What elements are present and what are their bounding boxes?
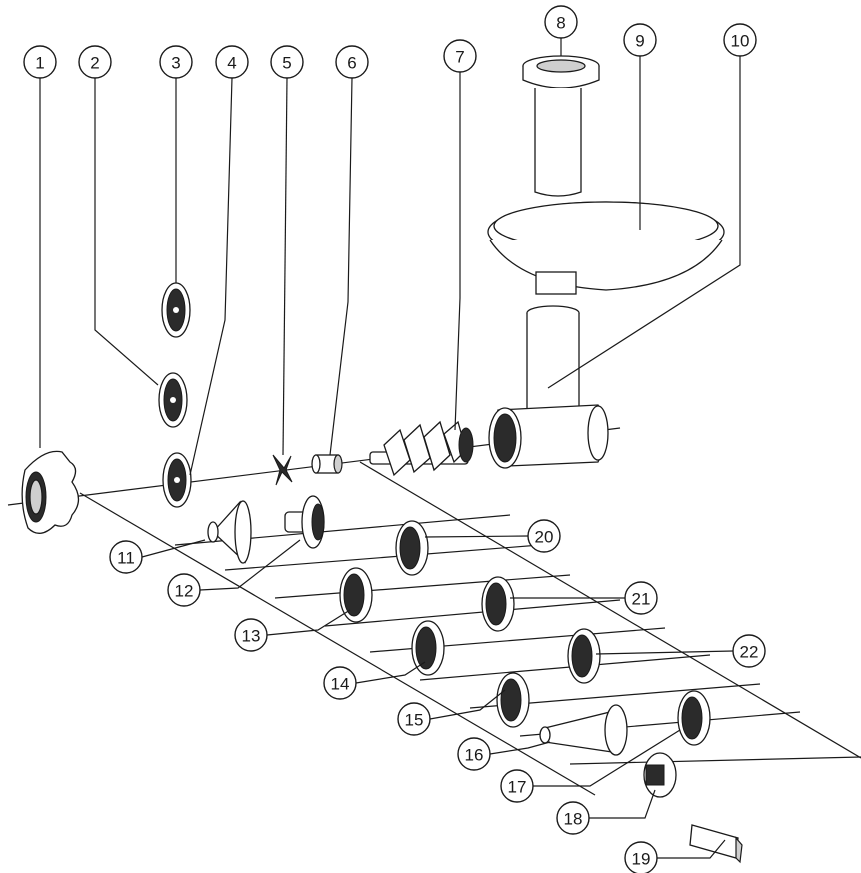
callout-number: 11 bbox=[117, 549, 135, 568]
grinder-body-part bbox=[488, 305, 609, 469]
callout-number: 8 bbox=[556, 14, 565, 33]
cutting-plates bbox=[158, 282, 192, 508]
spacer-18 bbox=[643, 752, 677, 798]
disc-17 bbox=[677, 690, 711, 746]
callout-9: 9 bbox=[623, 23, 657, 57]
callout-circle bbox=[323, 666, 357, 700]
callout-11: 11 bbox=[109, 540, 143, 574]
auger-part bbox=[369, 420, 474, 477]
callout-circle bbox=[23, 45, 57, 79]
callout-number: 10 bbox=[731, 32, 750, 51]
knife-part bbox=[272, 454, 293, 486]
pusher-part bbox=[522, 55, 600, 197]
disc-22 bbox=[567, 628, 601, 684]
callout-15: 15 bbox=[397, 702, 431, 736]
callout-circle bbox=[556, 801, 590, 835]
callout-number: 9 bbox=[635, 32, 644, 51]
callout-circle bbox=[78, 45, 112, 79]
callout-number: 5 bbox=[282, 54, 291, 73]
callout-19: 19 bbox=[624, 841, 658, 873]
callout-13: 13 bbox=[234, 618, 268, 652]
callout-circle bbox=[457, 737, 491, 771]
callout-number: 22 bbox=[740, 643, 759, 662]
callout-5: 5 bbox=[270, 45, 304, 79]
callout-number: 1 bbox=[35, 54, 44, 73]
blade-19 bbox=[689, 824, 743, 864]
callout-10: 10 bbox=[723, 23, 757, 57]
disc-20 bbox=[395, 520, 429, 576]
callout-number: 17 bbox=[508, 778, 527, 797]
callout-number: 12 bbox=[175, 582, 194, 601]
callout-number: 15 bbox=[405, 711, 424, 730]
callout-21: 21 bbox=[624, 581, 658, 615]
callout-leader-lines bbox=[39, 38, 741, 859]
disc-14 bbox=[411, 620, 445, 676]
callout-number: 3 bbox=[171, 54, 180, 73]
callout-circle bbox=[732, 634, 766, 668]
kibbe-attachment-part bbox=[539, 704, 628, 756]
callout-circle bbox=[109, 540, 143, 574]
disc-21 bbox=[481, 576, 515, 632]
callout-circle bbox=[215, 45, 249, 79]
callout-circle bbox=[270, 45, 304, 79]
callout-18: 18 bbox=[556, 801, 590, 835]
cutting-plate-medium bbox=[158, 372, 188, 428]
callout-number: 20 bbox=[535, 528, 554, 547]
callout-14: 14 bbox=[323, 666, 357, 700]
callout-number: 19 bbox=[632, 850, 651, 869]
sausage-horn-part bbox=[284, 495, 325, 549]
callout-number: 6 bbox=[347, 54, 356, 73]
callout-circle bbox=[397, 702, 431, 736]
callout-1: 1 bbox=[23, 45, 57, 79]
callout-circle bbox=[624, 581, 658, 615]
callout-number: 16 bbox=[465, 746, 484, 765]
funnel-part bbox=[207, 500, 252, 564]
accessory-parts bbox=[207, 495, 743, 864]
callout-circle bbox=[624, 841, 658, 873]
callout-number: 18 bbox=[564, 810, 583, 829]
callout-3: 3 bbox=[159, 45, 193, 79]
callout-circle bbox=[544, 5, 578, 39]
callout-number: 14 bbox=[331, 675, 350, 694]
callout-8: 8 bbox=[544, 5, 578, 39]
callout-2: 2 bbox=[78, 45, 112, 79]
callout-7: 7 bbox=[443, 39, 477, 73]
disc-15 bbox=[496, 672, 530, 728]
callout-circle bbox=[234, 618, 268, 652]
callout-22: 22 bbox=[732, 634, 766, 668]
callout-circle bbox=[723, 23, 757, 57]
callout-12: 12 bbox=[167, 573, 201, 607]
callout-20: 20 bbox=[527, 519, 561, 553]
cutting-plate-coarse bbox=[162, 452, 192, 508]
callout-6: 6 bbox=[335, 45, 369, 79]
callout-4: 4 bbox=[215, 45, 249, 79]
callout-circle bbox=[500, 769, 534, 803]
callout-16: 16 bbox=[457, 737, 491, 771]
cutting-plate-fine bbox=[161, 282, 191, 338]
callout-17: 17 bbox=[500, 769, 534, 803]
locking-ring-part bbox=[21, 450, 80, 534]
bushing-part bbox=[311, 454, 343, 474]
tray-part bbox=[487, 201, 725, 295]
callout-number: 2 bbox=[90, 54, 99, 73]
callout-circle bbox=[167, 573, 201, 607]
callout-number: 21 bbox=[632, 590, 651, 609]
callout-circle bbox=[527, 519, 561, 553]
callout-number: 4 bbox=[227, 54, 236, 73]
callout-number: 7 bbox=[455, 48, 464, 67]
callout-number: 13 bbox=[242, 627, 261, 646]
callout-circle bbox=[335, 45, 369, 79]
callout-circle bbox=[443, 39, 477, 73]
callout-circle bbox=[623, 23, 657, 57]
disc-13 bbox=[339, 567, 373, 623]
callout-circle bbox=[159, 45, 193, 79]
